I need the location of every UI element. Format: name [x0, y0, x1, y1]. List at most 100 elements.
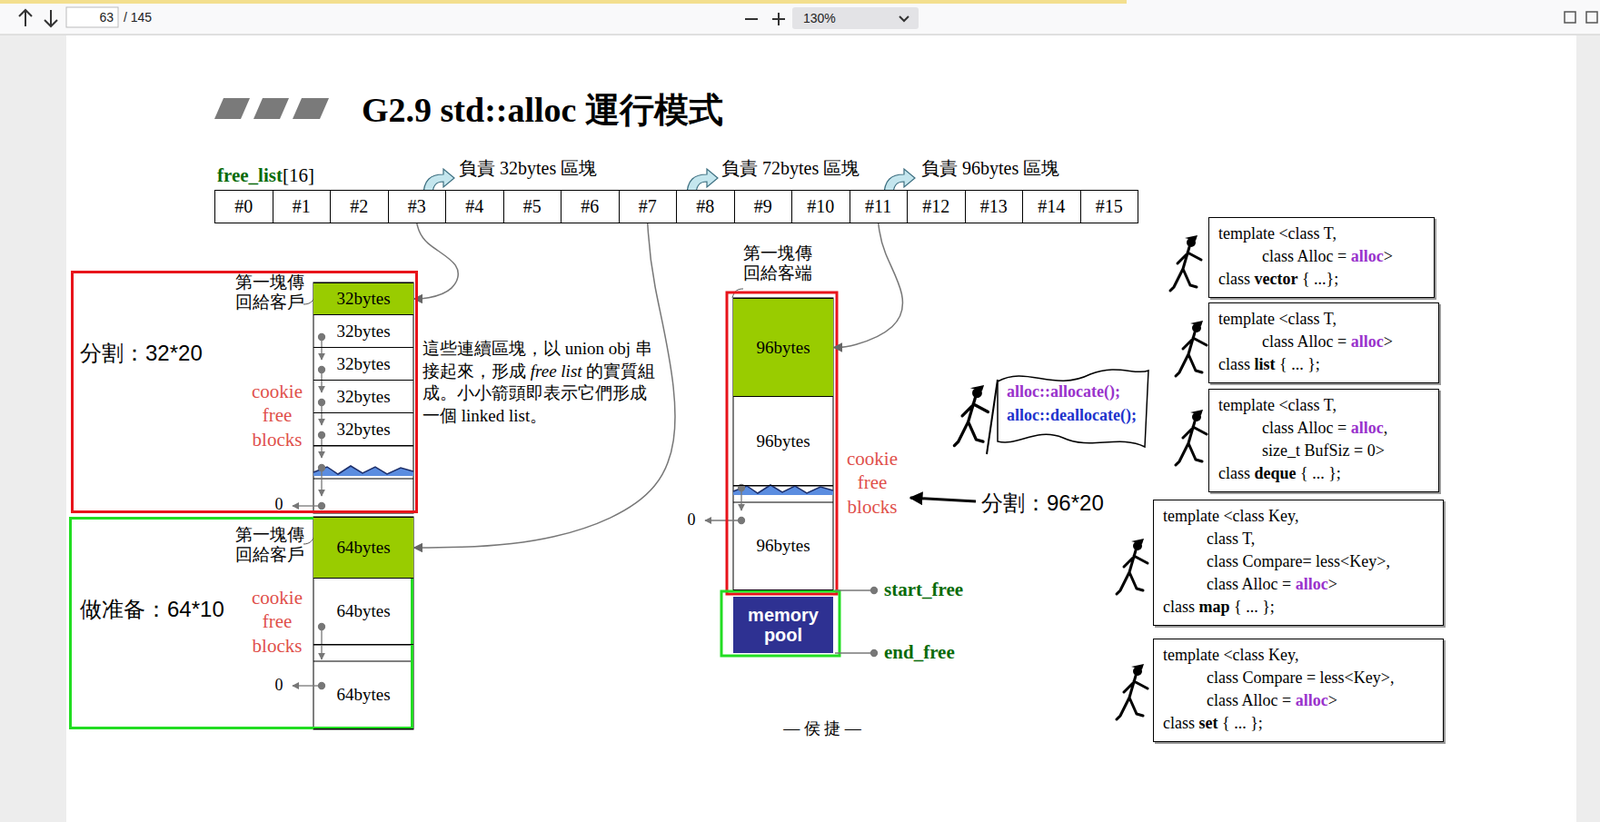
memory-block: 64bytes — [313, 516, 414, 579]
code-line: class vector { ...}; — [1218, 268, 1339, 291]
table-cell: #10 — [791, 189, 851, 224]
code-line: class T, — [1162, 527, 1255, 551]
block-size: 32bytes — [336, 321, 390, 342]
block-column — [313, 282, 834, 730]
table-cell: #6 — [560, 189, 620, 224]
annotation: 這些連續區塊，以 union obj 串接起來，形成 free list 的實質… — [422, 337, 661, 428]
table-cell: #2 — [329, 189, 389, 224]
code-line: template <class Key, — [1162, 644, 1299, 667]
region-label: 做准备：64*10 — [79, 595, 225, 625]
memory-pool: memory pool — [733, 596, 834, 654]
flag-figure — [954, 369, 1149, 455]
memory-block: 96bytes — [733, 502, 834, 591]
code-line: class Alloc = alloc> — [1162, 689, 1338, 713]
block-size: 64bytes — [336, 685, 390, 706]
cell-label: #2 — [349, 196, 368, 218]
cookie-label: cookie free blocks — [251, 586, 303, 658]
code-line: class set { ... }; — [1162, 712, 1263, 736]
code-line: template <class T, — [1218, 308, 1337, 331]
cell-label: #7 — [638, 196, 657, 218]
code-line: template <class Key, — [1162, 505, 1299, 528]
page-number: 63 — [99, 9, 114, 25]
region-label: 分割：96*20 — [981, 488, 1104, 518]
code-line: size_t BufSiz = 0> — [1218, 439, 1385, 463]
array-name: free_list[16] — [217, 164, 315, 188]
block-size: 32bytes — [336, 419, 390, 440]
cell-label: #9 — [754, 196, 773, 218]
code-line: class map { ... }; — [1162, 596, 1275, 619]
table-cell: #11 — [849, 189, 909, 224]
code-box: template <class T,class Alloc = alloc>cl… — [1208, 302, 1440, 384]
memory-block: 96bytes — [733, 397, 834, 487]
block-size: 32bytes — [336, 354, 390, 375]
pointer-curve — [413, 223, 458, 299]
pointer-curve — [413, 223, 676, 548]
pointer-curve — [833, 223, 903, 348]
block-size: 32bytes — [336, 387, 390, 408]
cell-label: #11 — [864, 196, 892, 218]
code-line: class Alloc = alloc> — [1162, 573, 1338, 597]
code-line: class Compare = less<Key>, — [1162, 666, 1394, 690]
cell-label: #3 — [407, 196, 427, 218]
cell-label: #14 — [1037, 196, 1065, 218]
author-signature: — 侯 捷 — — [783, 717, 862, 740]
cell-label: #12 — [922, 196, 950, 218]
table-cell: #4 — [445, 189, 505, 224]
zoom-level: 130% — [803, 10, 836, 26]
code-line: template <class T, — [1218, 394, 1337, 418]
code-line: class deque { ... }; — [1218, 462, 1342, 486]
memory-block: 32bytes — [313, 282, 414, 316]
block-size: 64bytes — [336, 537, 390, 558]
code-box: template <class T,class Alloc = alloc>cl… — [1208, 217, 1435, 299]
block-size: 96bytes — [755, 536, 810, 557]
cell-label: #8 — [695, 196, 715, 218]
torn-edge — [313, 466, 834, 496]
function-name: alloc::deallocate(); — [1006, 406, 1137, 426]
memory-block: 96bytes — [733, 298, 834, 398]
function-name: alloc::allocate(); — [1006, 382, 1121, 402]
code-line: class list { ... }; — [1218, 353, 1321, 377]
region-label: 分割：32*20 — [79, 338, 203, 368]
code-line: template <class T, — [1218, 222, 1337, 246]
cell-label: #6 — [580, 196, 599, 218]
memory-block: 64bytes — [313, 661, 414, 730]
code-box: template <class Key,class T,class Compar… — [1152, 499, 1444, 627]
pointer-name: end_free — [884, 641, 955, 665]
code-box: template <class T,class Alloc = alloc,si… — [1208, 388, 1440, 493]
table-cell: #0 — [214, 189, 274, 224]
cell-label: #13 — [980, 196, 1008, 218]
code-line: class Alloc = alloc, — [1218, 417, 1388, 440]
table-cell: #1 — [272, 189, 332, 224]
memory-block: 32bytes — [313, 347, 414, 381]
region-outline — [721, 591, 840, 656]
cookie-label: cookie free blocks — [251, 379, 303, 452]
table-cell: #8 — [675, 189, 736, 224]
table-cell: #14 — [1022, 189, 1082, 224]
cell-label: #10 — [806, 196, 835, 218]
title-bars — [214, 98, 329, 120]
cell-label: #1 — [292, 196, 311, 218]
null-marker: 0 — [687, 510, 696, 530]
slide-title: G2.9 std::alloc 運行模式 — [361, 87, 724, 134]
table-cell: #9 — [734, 189, 794, 224]
pool-label: memory pool — [736, 605, 830, 646]
cell-label: #15 — [1095, 196, 1123, 218]
block-size: 32bytes — [336, 288, 390, 309]
code-line: class Alloc = alloc> — [1218, 245, 1393, 269]
block-size: 96bytes — [755, 431, 810, 452]
annotation: 負責 96bytes 區塊 — [921, 156, 1060, 181]
region-outline — [726, 292, 837, 595]
block-size: 96bytes — [755, 337, 810, 358]
prepare-region: 做准备：64*10第一塊傳 回給客戶 cookie free blocks 64by… — [69, 516, 414, 730]
block-size: 64bytes — [336, 601, 390, 622]
code-line: class Alloc = alloc> — [1218, 330, 1393, 354]
memory-block: 32bytes — [313, 380, 414, 414]
annotation: 負責 72bytes 區塊 — [721, 156, 860, 181]
cell-label: #5 — [523, 196, 542, 218]
table-cell: #5 — [503, 189, 563, 224]
note-text: 第一塊傳 回給客戶 — [229, 525, 305, 566]
memory-block: 64bytes — [313, 578, 414, 646]
table-cell: #3 — [387, 189, 448, 224]
annotation: 負責 32bytes 區塊 — [458, 156, 597, 181]
toolbar — [0, 0, 1600, 35]
